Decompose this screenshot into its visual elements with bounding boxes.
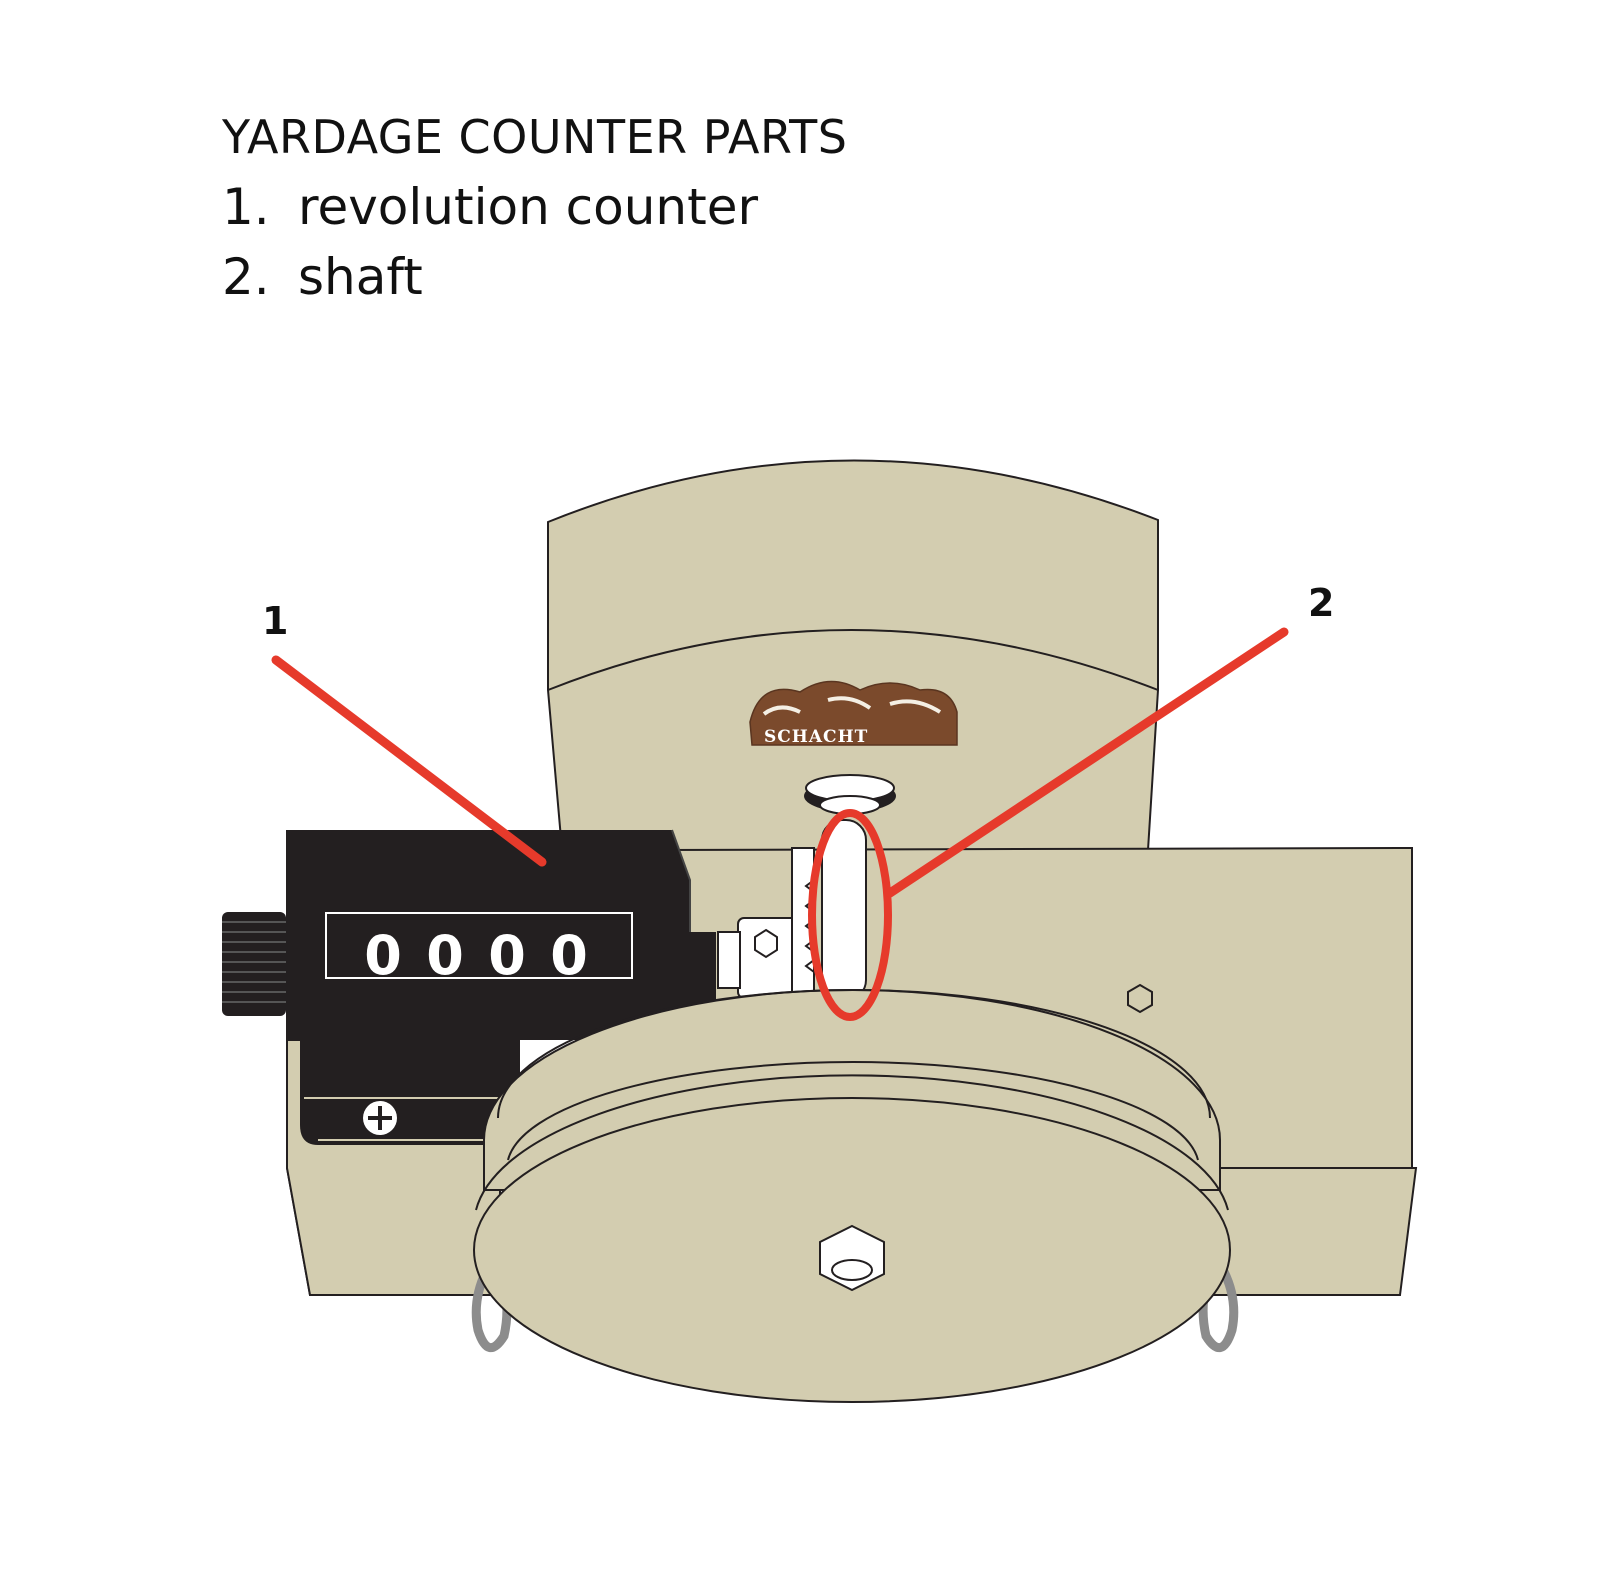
reset-knob <box>222 912 286 1016</box>
hex-nut-icon <box>819 1224 885 1292</box>
callout-2-number: 2 <box>1308 581 1334 625</box>
screw-icon <box>363 1101 397 1135</box>
legend-title: YARDAGE COUNTER PARTS <box>222 110 848 164</box>
counter-digit: 0 <box>488 924 526 987</box>
legend-item-number: 2. <box>222 248 270 306</box>
callout-1-line <box>271 655 547 867</box>
pulley-disc <box>473 989 1231 1403</box>
shaft <box>821 819 867 1001</box>
callout-1-number: 1 <box>262 599 288 643</box>
counter-digit: 0 <box>426 924 464 987</box>
hex-bolt-icon <box>1127 983 1153 1014</box>
counter-digit: 0 <box>364 924 402 987</box>
callout-2-highlight <box>808 809 892 1021</box>
legend-item-label: revolution counter <box>298 178 759 236</box>
revolution-counter: 0 0 0 0 <box>222 829 716 1145</box>
legend: YARDAGE COUNTER PARTS 1. revolution count… <box>222 102 847 312</box>
schacht-logo: SCHACHT <box>749 680 958 747</box>
legend-item-shaft: 2. shaft <box>222 242 847 312</box>
counter-digit: 0 <box>550 924 588 987</box>
legend-item-revolution-counter: 1. revolution counter <box>222 172 847 242</box>
callout-2-line <box>885 627 1289 898</box>
legend-item-number: 1. <box>222 178 270 236</box>
callout-1: 1 <box>262 599 547 867</box>
legend-item-label: shaft <box>298 248 423 306</box>
logo-text: SCHACHT <box>764 727 868 747</box>
digit-window <box>325 912 633 979</box>
callout-2: 2 <box>808 581 1334 1021</box>
hex-bolt-icon <box>754 928 778 959</box>
upper-housing <box>547 459 1159 851</box>
